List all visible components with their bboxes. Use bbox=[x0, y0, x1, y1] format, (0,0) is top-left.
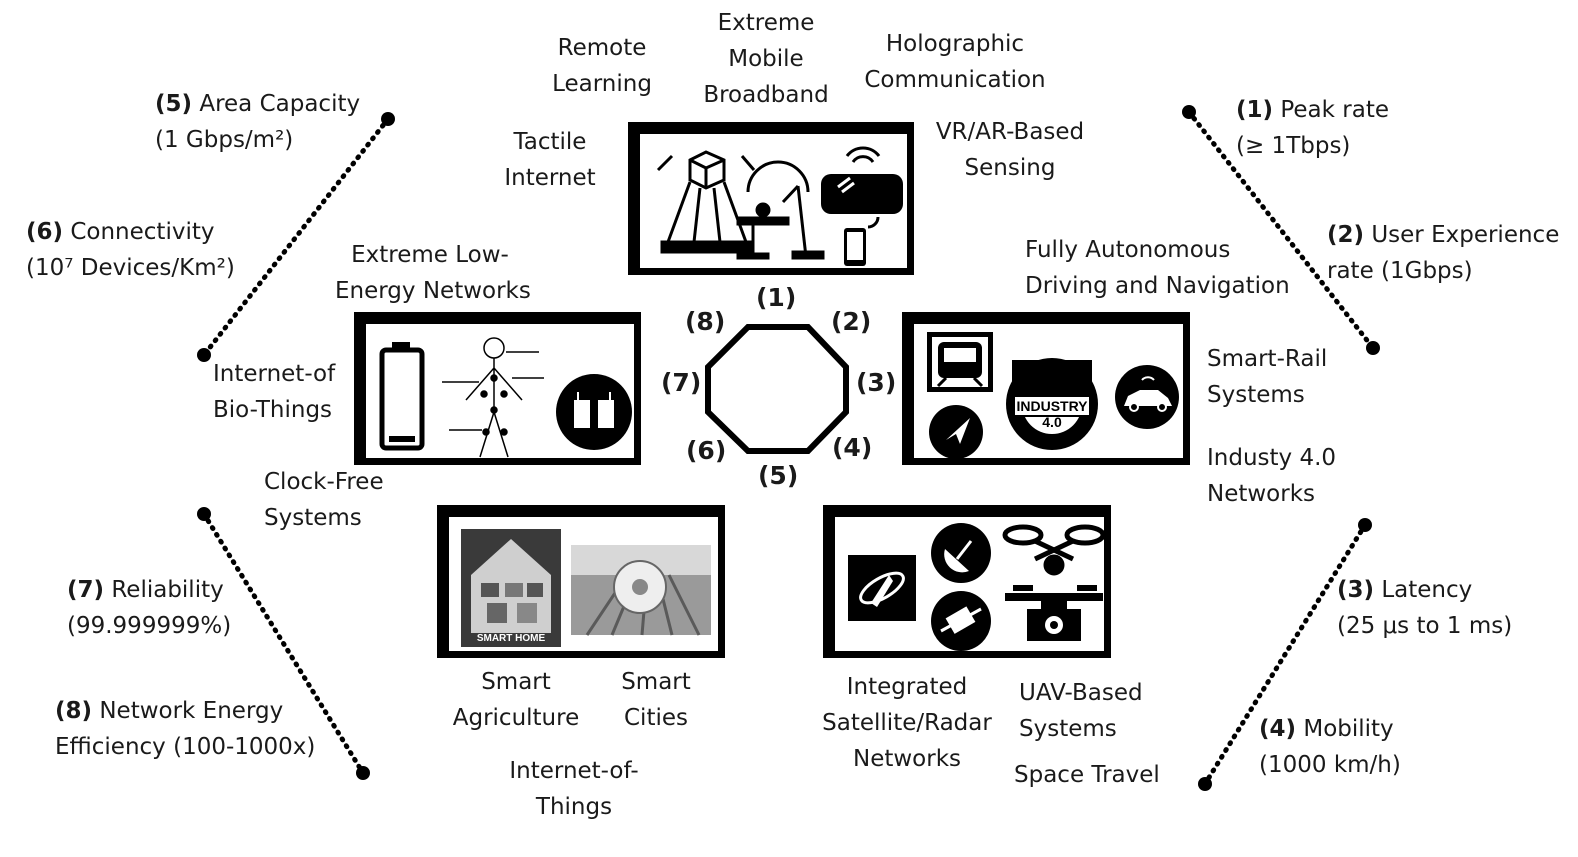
smart-home-icon: SMART HOME bbox=[461, 529, 561, 647]
app-space-travel: Space Travel bbox=[1014, 762, 1160, 788]
center-number-3: (3) bbox=[856, 368, 897, 397]
connector-line-5-6 bbox=[201, 116, 391, 358]
hologram-icon bbox=[656, 150, 756, 254]
agriculture-field-icon bbox=[571, 545, 711, 636]
panel-left-bio-things bbox=[354, 312, 641, 465]
connector-dot bbox=[197, 507, 211, 521]
app-internet-of-things: Internet-of-Things bbox=[509, 758, 639, 820]
connector-dot bbox=[381, 112, 395, 126]
connector-dot bbox=[1182, 105, 1196, 119]
kpi-peak-rate: (1) Peak rate(≥ 1Tbps) bbox=[1236, 97, 1389, 159]
connector-dot bbox=[356, 766, 370, 780]
kpi-connectivity: (6) Connectivity(10⁷ Devices/Km²) bbox=[26, 219, 235, 281]
connector-line-1-2 bbox=[1186, 109, 1376, 351]
satellite-dish-icon bbox=[931, 523, 991, 583]
center-number-8: (8) bbox=[685, 307, 726, 336]
center-number-2: (2) bbox=[831, 307, 872, 336]
connector-line-7-8 bbox=[201, 511, 366, 776]
center-octagon bbox=[705, 324, 849, 454]
panel-bottom-space-uav bbox=[823, 505, 1111, 658]
center-number-5: (5) bbox=[758, 461, 799, 490]
industry-gear-icon: INDUSTRY 4.0 bbox=[1006, 358, 1098, 450]
connector-dot bbox=[1358, 518, 1372, 532]
battery-icon bbox=[379, 342, 425, 451]
smartphone-icon bbox=[844, 228, 866, 266]
kpi-mobility: (4) Mobility(1000 km/h) bbox=[1259, 716, 1401, 778]
center-number-1: (1) bbox=[756, 283, 797, 312]
connector-dot bbox=[1366, 341, 1380, 355]
surgery-robot-icon bbox=[736, 160, 825, 260]
panel-bottom-iot: SMART HOME bbox=[437, 505, 725, 658]
app-extreme-low-energy-networks: Extreme Low-Energy Networks bbox=[335, 242, 531, 304]
rocket-orbit-icon bbox=[848, 555, 916, 621]
svg-text:4.0: 4.0 bbox=[1042, 414, 1062, 430]
center-number-4: (4) bbox=[832, 433, 873, 462]
svg-text:SMART HOME: SMART HOME bbox=[477, 633, 546, 644]
body-sensor-icon bbox=[442, 337, 544, 458]
svg-text:INDUSTRY: INDUSTRY bbox=[1016, 398, 1088, 414]
kpi-latency: (3) Latency(25 μs to 1 ms) bbox=[1337, 577, 1513, 639]
center-number-6: (6) bbox=[686, 436, 727, 465]
center-number-7: (7) bbox=[661, 368, 702, 397]
connector-dot bbox=[1198, 777, 1212, 791]
satellite-icon bbox=[931, 591, 991, 651]
navigation-icon bbox=[929, 405, 983, 459]
panel-top-holographic bbox=[628, 122, 914, 275]
drone-icon bbox=[1002, 524, 1106, 576]
kpi-reliability: (7) Reliability(99.999999%) bbox=[67, 577, 232, 639]
train-icon bbox=[927, 332, 993, 392]
connector-dot bbox=[197, 348, 211, 362]
connector-line-3-4 bbox=[1202, 522, 1368, 787]
connected-car-icon bbox=[1115, 365, 1179, 429]
walkie-talkie-icon bbox=[556, 374, 632, 450]
kpi-area-capacity: (5) Area Capacity(1 Gbps/m²) bbox=[155, 91, 361, 153]
panel-right-industry: INDUSTRY 4.0 bbox=[902, 312, 1190, 465]
vr-headset-icon bbox=[821, 146, 903, 229]
camera-drone-icon bbox=[1005, 585, 1103, 641]
